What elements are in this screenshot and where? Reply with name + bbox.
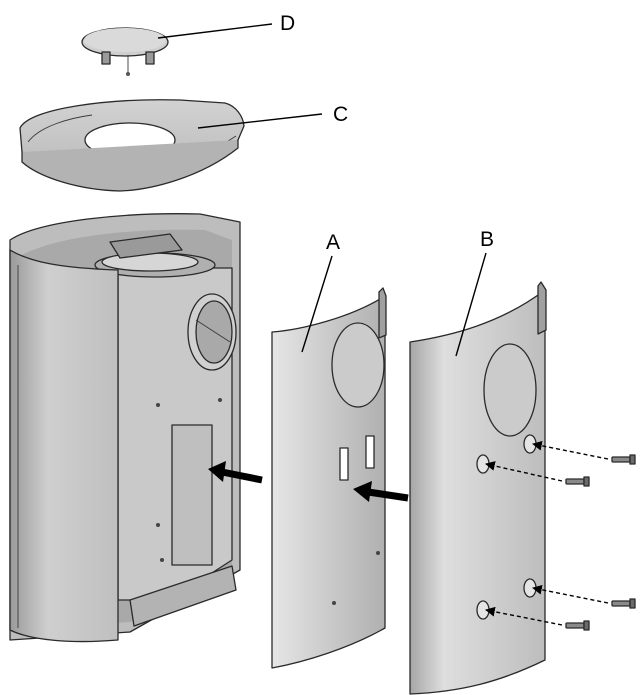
part-b-panel — [409, 281, 547, 695]
label-c: C — [333, 103, 348, 126]
leader-a — [301, 255, 333, 353]
screw-4 — [565, 620, 590, 631]
screw-direction-arrows — [485, 440, 609, 626]
dashed-arrow-4 — [485, 606, 563, 626]
assembly-arrows — [208, 461, 409, 502]
part-a-panel — [271, 287, 387, 669]
screw-1 — [611, 454, 636, 465]
dashed-arrow-2 — [485, 461, 563, 482]
label-a: A — [326, 231, 340, 254]
screw-2 — [565, 476, 590, 487]
dashed-arrow-1 — [532, 440, 609, 460]
screw-3 — [611, 598, 636, 609]
label-b: B — [480, 228, 494, 251]
part-c-tray — [19, 99, 245, 192]
part-d-cap — [81, 27, 169, 76]
leader-b — [455, 252, 487, 357]
leader-c — [197, 113, 323, 129]
arrow-panel-b-to-panel-a — [353, 481, 409, 502]
arrow-panel-a-to-housing — [208, 461, 263, 484]
leader-d — [157, 23, 273, 39]
leader-lines — [157, 23, 487, 357]
main-housing — [9, 213, 241, 643]
label-d: D — [280, 12, 295, 35]
screws — [565, 454, 636, 631]
dashed-arrow-3 — [532, 584, 609, 604]
